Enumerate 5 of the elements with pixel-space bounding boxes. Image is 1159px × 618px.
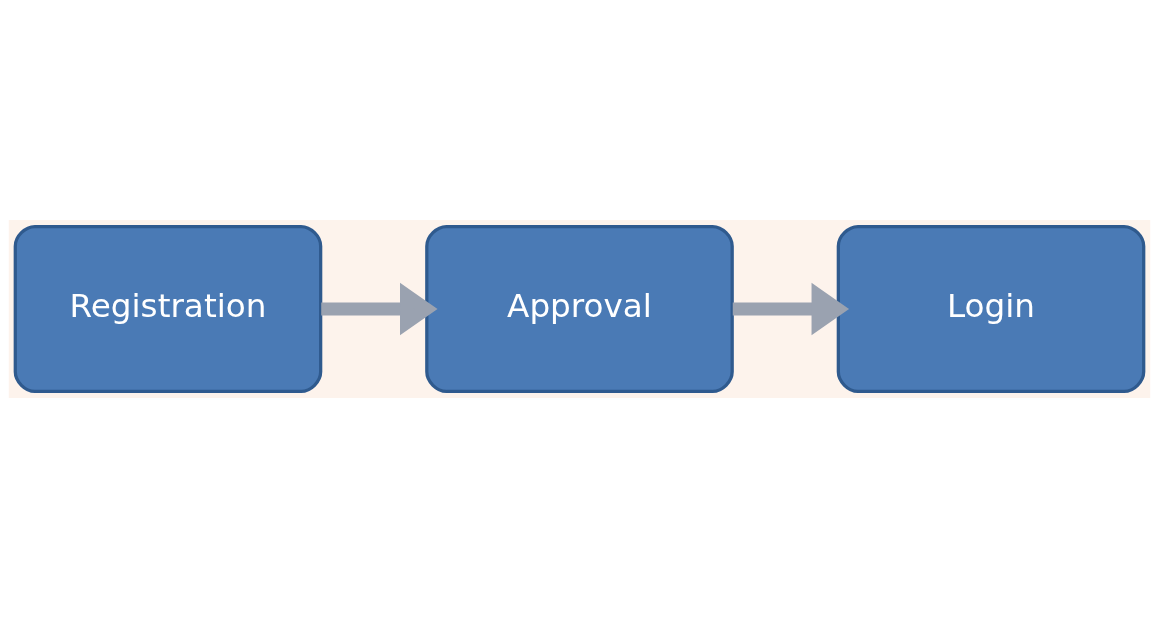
node-box: Registration — [13, 224, 323, 394]
node-box: Login — [836, 224, 1146, 394]
arrow — [732, 282, 850, 336]
node-box: Approval — [425, 224, 734, 394]
arrow — [321, 282, 438, 336]
